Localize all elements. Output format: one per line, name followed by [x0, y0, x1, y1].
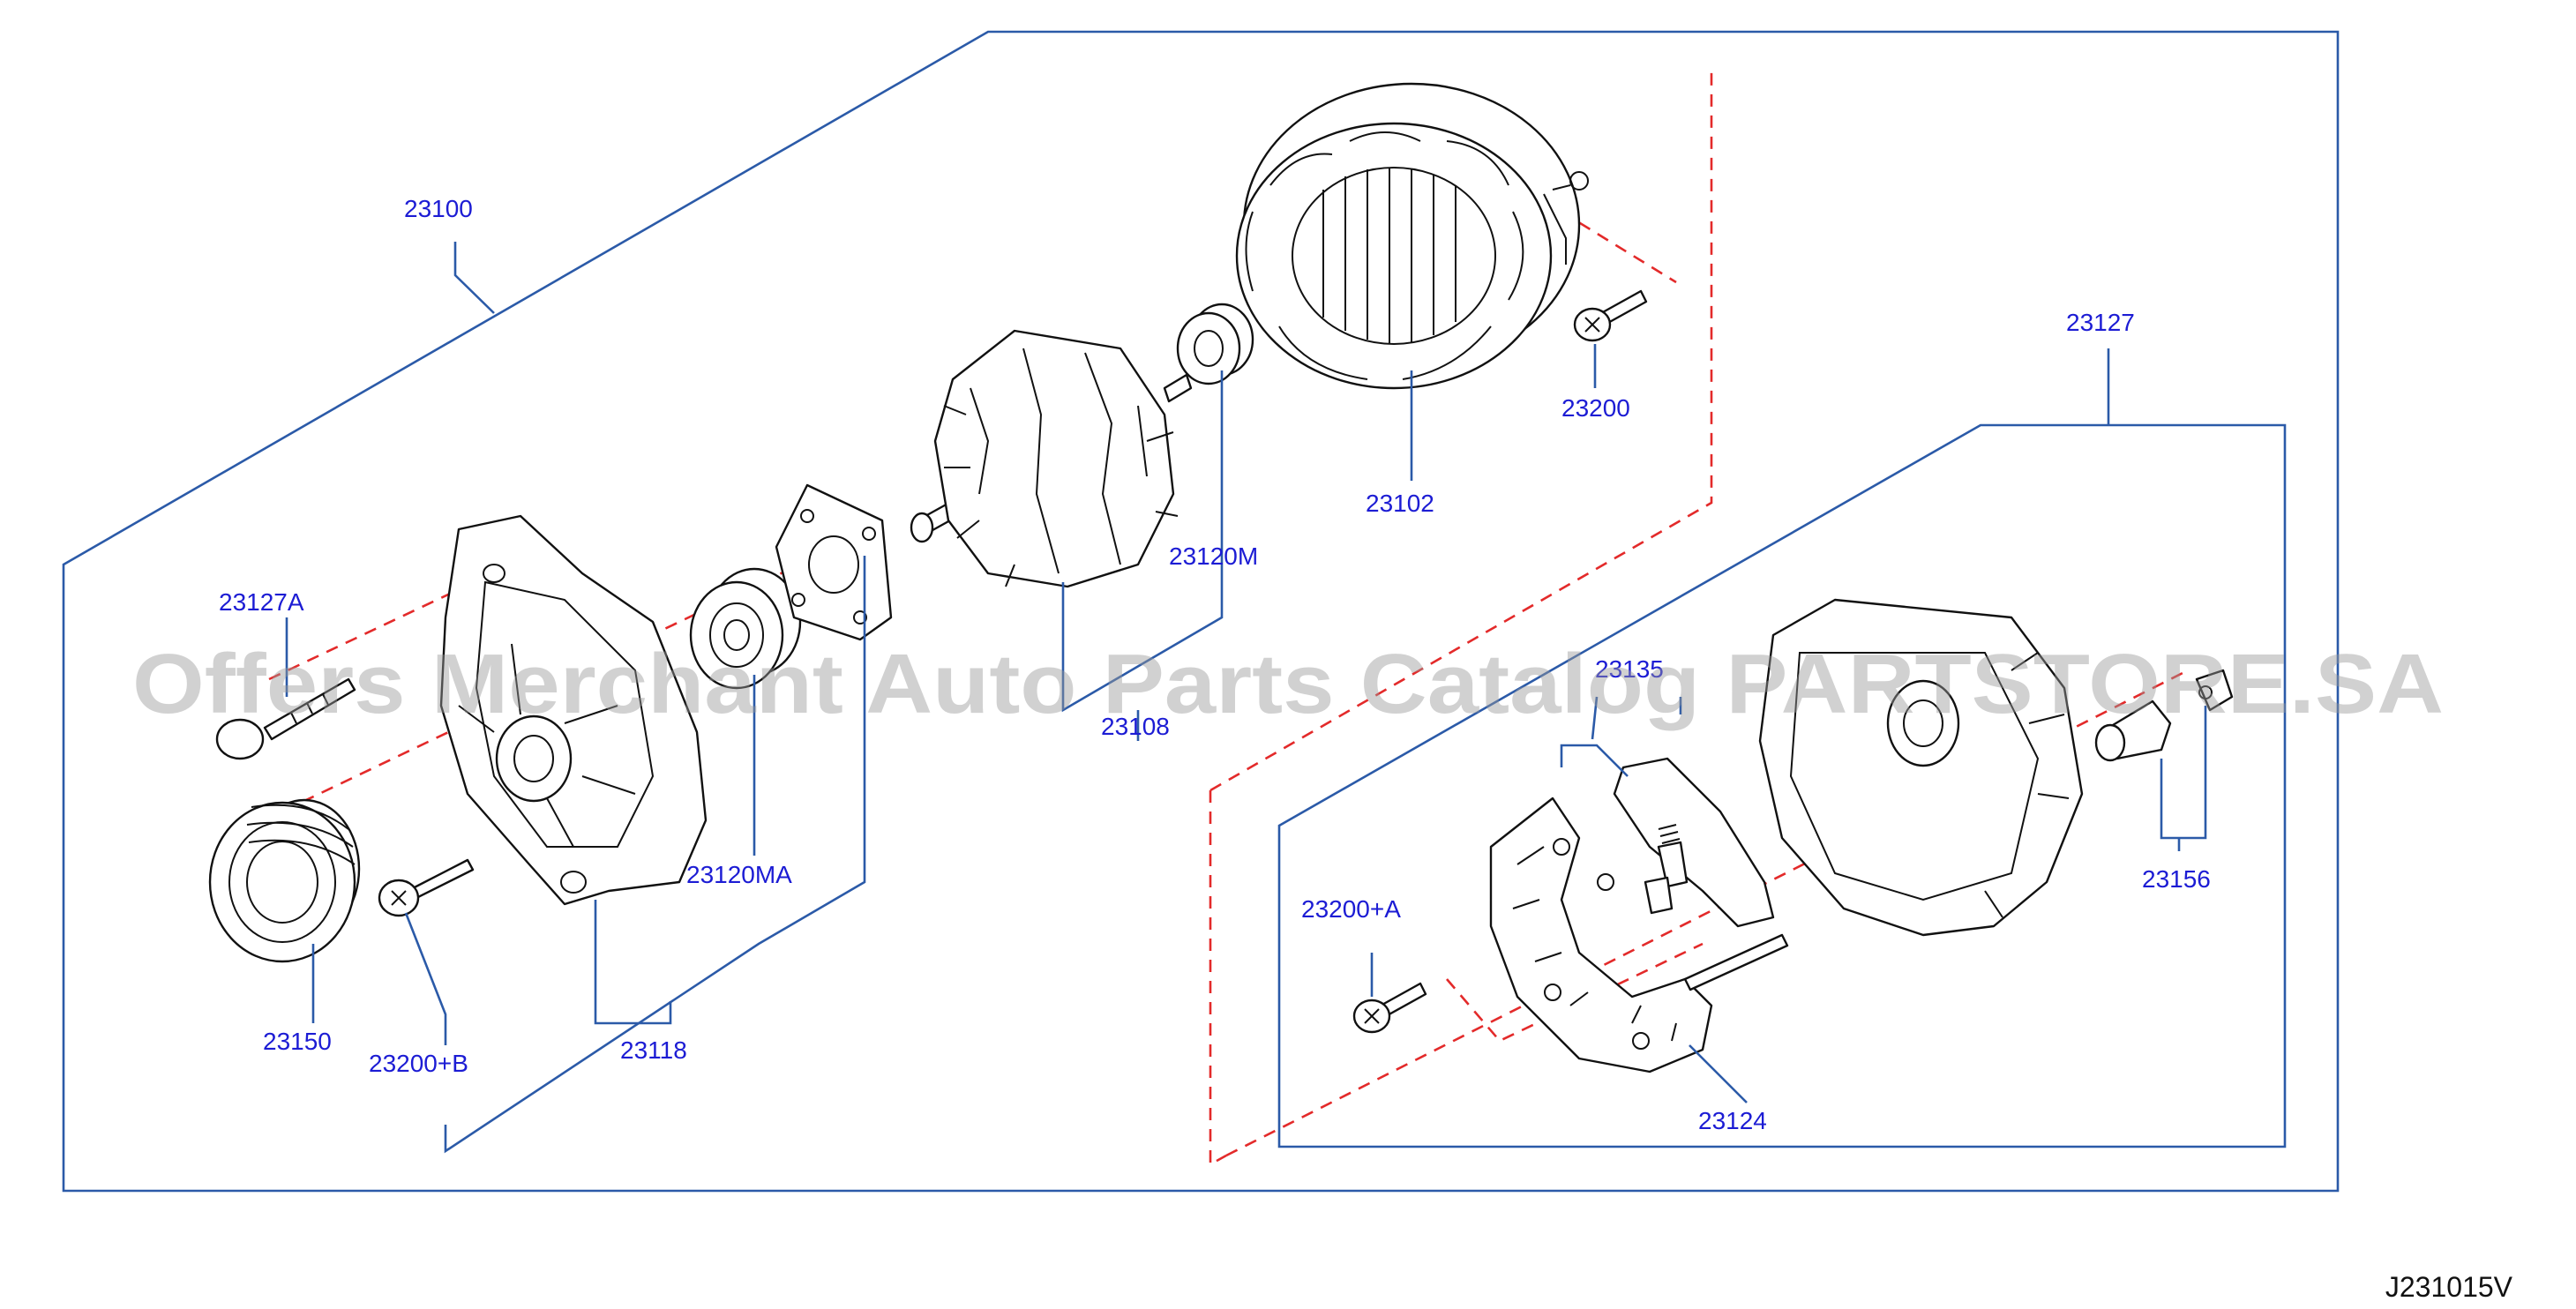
- leader-lines: [285, 242, 2207, 1154]
- rear-cover: [1758, 598, 2084, 937]
- watermark: Offers Merchant Auto Parts Catalog PARTS…: [132, 637, 2444, 731]
- label-23127A[interactable]: 23127A: [219, 588, 304, 616]
- label-23102[interactable]: 23102: [1366, 490, 1434, 517]
- label-23108[interactable]: 23108: [1101, 713, 1170, 740]
- terminal-23156: [2094, 669, 2234, 762]
- label-23118[interactable]: 23118: [620, 1036, 687, 1064]
- assembly-frame: [62, 30, 2340, 1193]
- label-23120MA[interactable]: 23120MA: [686, 861, 792, 888]
- rear-dashed-box: [1209, 69, 1713, 1167]
- stator-23102: [1235, 82, 1589, 390]
- label-23150[interactable]: 23150: [263, 1028, 332, 1055]
- retainer-plate: [775, 483, 893, 641]
- rear-bearing-23120M: [1176, 303, 1254, 385]
- rectifier-23124: [1489, 797, 1789, 1073]
- label-23200B[interactable]: 23200+B: [369, 1050, 468, 1077]
- bolt-23127A: [215, 677, 356, 760]
- screw-23200A: [1352, 982, 1427, 1034]
- label-23124[interactable]: 23124: [1698, 1107, 1767, 1134]
- label-23127[interactable]: 23127: [2066, 309, 2135, 336]
- rotor-23108: [910, 329, 1193, 588]
- screw-23200B: [378, 858, 475, 917]
- front-bracket-23118: [439, 514, 708, 906]
- front-bearing-23120MA: [689, 567, 802, 690]
- label-23200A[interactable]: 23200+A: [1301, 895, 1401, 923]
- label-23120M[interactable]: 23120M: [1169, 542, 1258, 570]
- screw-23200: [1573, 289, 1648, 342]
- brush-holder-23135: [1597, 757, 1775, 928]
- label-23135[interactable]: 23135: [1595, 655, 1664, 683]
- label-23200[interactable]: 23200: [1561, 394, 1630, 422]
- dashed-screw-guide: [1446, 210, 1704, 1043]
- pulley-23150: [208, 798, 361, 963]
- label-23100[interactable]: 23100: [404, 195, 473, 222]
- rear-assembly-frame: [1277, 423, 2287, 1148]
- label-23156[interactable]: 23156: [2142, 865, 2211, 893]
- diagram-code: J231015V: [2385, 1271, 2513, 1303]
